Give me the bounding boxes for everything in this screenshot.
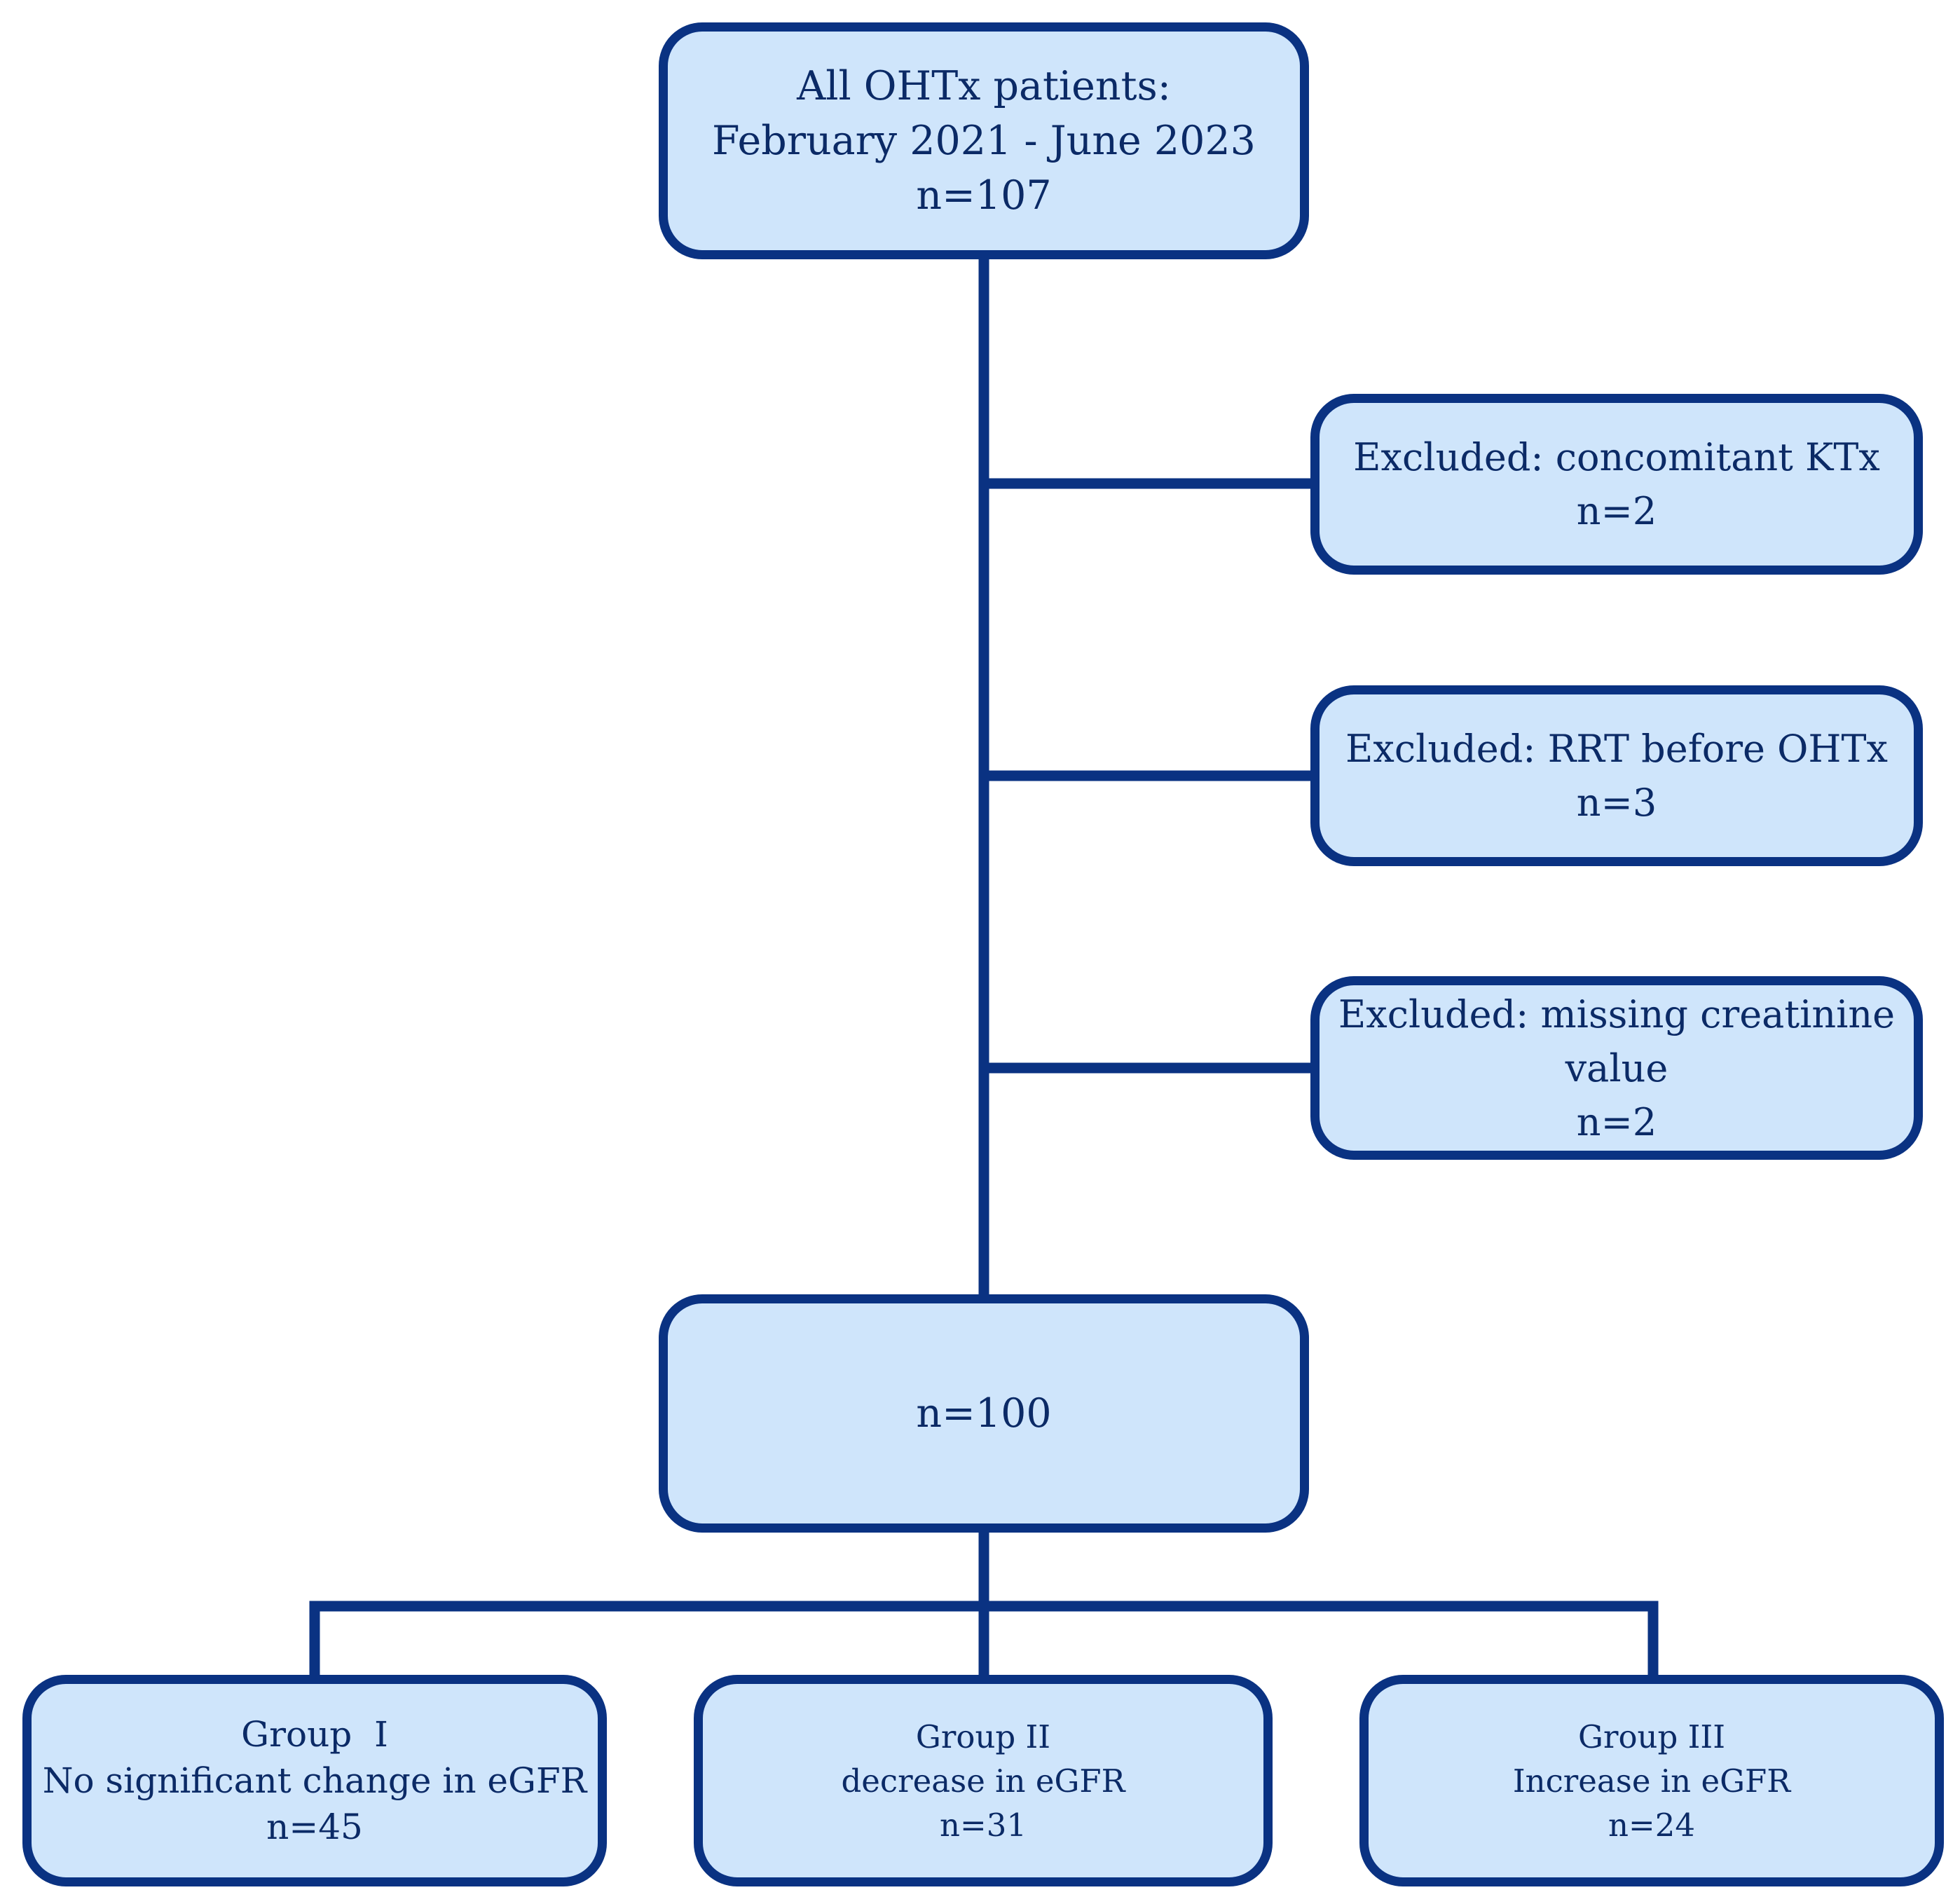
excluded-ktx-label: Excluded: concomitant KTx [1353,435,1880,479]
group-3-count: n=24 [1608,1806,1695,1844]
group-1-count: n=45 [266,1807,363,1847]
group-1-box: Group I No significant change in eGFR n=… [22,1675,607,1886]
group-2-box: Group II decrease in eGFR n=31 [694,1675,1273,1886]
all-patients-box: All OHTx patients: February 2021 - June … [659,22,1309,259]
group-1-desc: No significant change in eGFR [42,1760,587,1801]
excluded-ktx-box: Excluded: concomitant KTx n=2 [1310,394,1923,575]
excluded-creatinine-count: n=2 [1576,1100,1657,1144]
all-patients-count: n=107 [916,172,1052,219]
split-crossbar-line [309,1601,1659,1677]
group-3-box: Group III Increase in eGFR n=24 [1359,1675,1944,1886]
group-3-desc: Increase in eGFR [1512,1762,1791,1800]
excluded-ktx-count: n=2 [1576,489,1657,533]
group-2-count: n=31 [940,1806,1027,1844]
included-patients-box: n=100 [659,1294,1309,1533]
group-2-title: Group II [915,1718,1051,1755]
excluded-rrt-count: n=3 [1576,781,1657,825]
excluded-creatinine-label: Excluded: missing creatinine [1338,992,1896,1036]
excluded-creatinine-box: Excluded: missing creatinine value n=2 [1310,976,1923,1160]
included-count: n=100 [916,1390,1052,1437]
all-patients-title: All OHTx patients: [797,63,1171,109]
excluded-rrt-box: Excluded: RRT before OHTx n=3 [1310,685,1923,866]
group-1-title: Group I [241,1714,388,1755]
excluded-rrt-label: Excluded: RRT before OHTx [1345,727,1888,771]
group-3-title: Group III [1578,1718,1725,1755]
all-patients-period: February 2021 - June 2023 [712,118,1256,164]
group-2-desc: decrease in eGFR [841,1762,1125,1800]
excluded-creatinine-label-cont: value [1565,1046,1668,1090]
